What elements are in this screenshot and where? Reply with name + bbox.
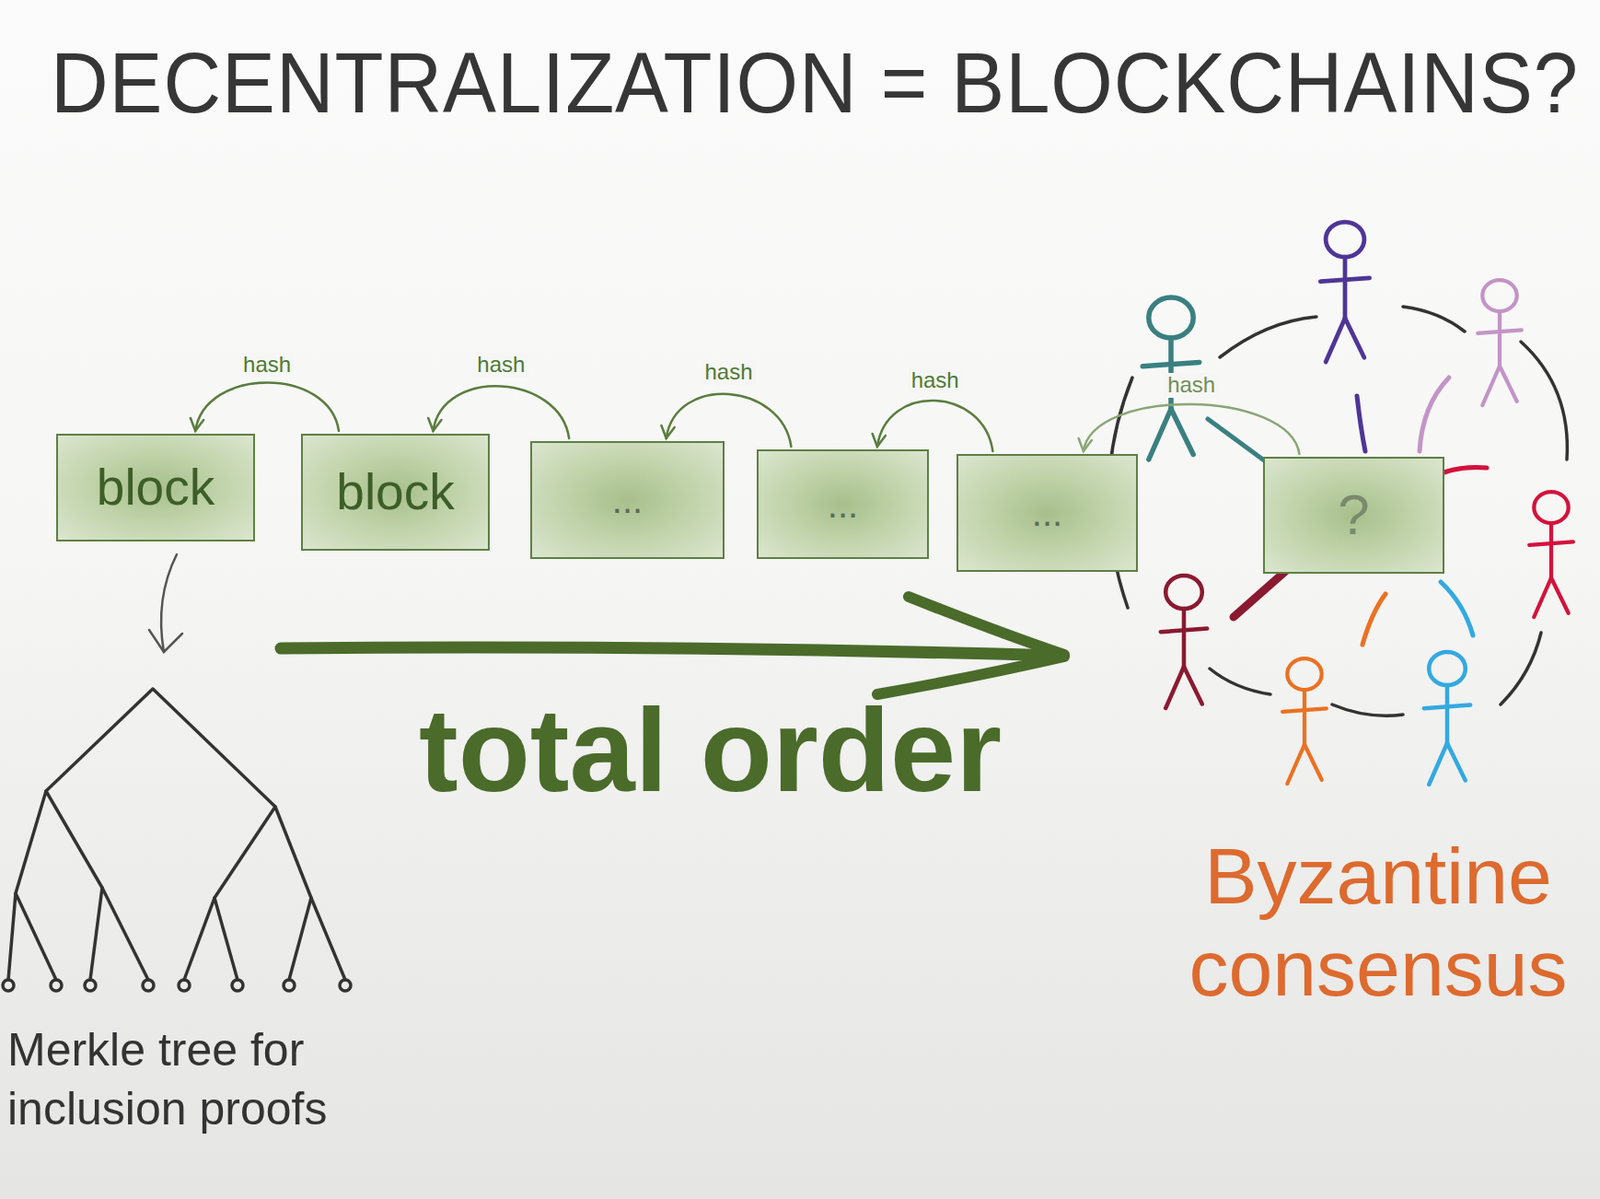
arrowhead — [190, 417, 204, 431]
connector-line — [877, 400, 994, 452]
annotation: Byzantine consensus — [1175, 830, 1581, 1015]
voter-spokes — [1207, 377, 1487, 645]
arrowhead — [1078, 438, 1092, 452]
leader-arrow — [149, 554, 183, 652]
chain-block: ? — [1263, 456, 1445, 574]
block-label: block — [336, 463, 454, 521]
connector-line — [1083, 404, 1300, 454]
arrowhead — [660, 425, 674, 439]
chain-block: ... — [530, 440, 725, 559]
chain-block: block — [56, 433, 256, 542]
chain-block: ... — [956, 453, 1138, 572]
chain-block: ... — [756, 449, 929, 559]
block-label: ... — [1031, 492, 1063, 534]
hash-connector — [1078, 404, 1300, 454]
connector-line — [195, 382, 339, 432]
block-label: ... — [827, 484, 858, 525]
edge-label: hash — [1163, 372, 1219, 397]
total-order-arrow — [280, 596, 1065, 695]
block-label: block — [96, 459, 215, 516]
edge-label: hash — [239, 352, 295, 377]
stick-figures — [1142, 221, 1574, 785]
arrowhead — [872, 433, 886, 447]
edge-label: hash — [907, 368, 963, 393]
chain-block: block — [301, 433, 490, 551]
hash-connector — [660, 394, 791, 447]
block-label: ... — [612, 479, 643, 521]
annotation: total order — [418, 685, 1082, 816]
hash-connector — [872, 400, 994, 452]
block-label: ? — [1337, 483, 1369, 546]
annotation: Merkle tree for inclusion proofs — [7, 1020, 450, 1138]
connector-line — [433, 385, 570, 439]
hash-connector — [190, 382, 339, 432]
arrowhead — [428, 417, 441, 431]
edge-label: hash — [473, 352, 529, 377]
connector-line — [666, 394, 792, 447]
merkle-tree — [2, 688, 351, 991]
hash-connector — [428, 385, 569, 439]
title: DECENTRALIZATION = BLOCKCHAINS? — [50, 34, 1579, 132]
edge-label: hash — [701, 359, 757, 384]
